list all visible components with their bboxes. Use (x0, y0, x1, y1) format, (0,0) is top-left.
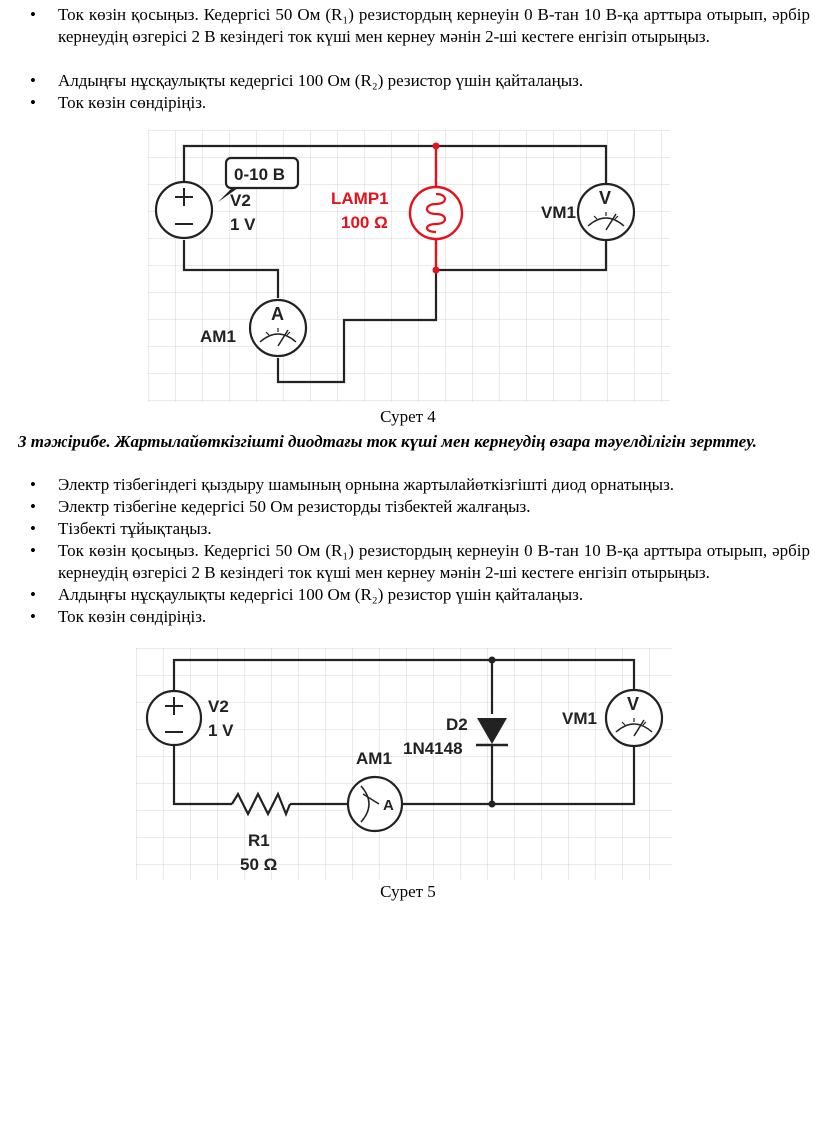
list-item: •Алдыңғы нұсқаулықты кедергісі 100 Ом (R… (30, 71, 584, 90)
wires (182, 144, 608, 384)
list-item: •Ток көзін сөндіріңіз. (30, 93, 207, 112)
voltage-source-symbol (154, 180, 214, 240)
grid-background (136, 648, 672, 880)
range-tag (218, 156, 300, 202)
instruction-list-2: •Электр тізбегіндегі қыздыру шамының орн… (30, 474, 810, 628)
resistor-symbol (231, 791, 292, 817)
bullet-icon: • (30, 497, 36, 516)
source-label: V2 (230, 191, 251, 210)
list-item: •Ток көзін сөндіріңіз. (30, 607, 207, 626)
bullet-icon: • (30, 607, 36, 626)
bullet-icon: • (30, 585, 36, 604)
diode-model: 1N4148 (403, 739, 463, 758)
circuit-diagram-5: V2 1 V D2 1N4148 V VM1 R1 50 Ω A AM1 (136, 648, 672, 880)
bullet-icon: • (30, 519, 36, 538)
resistor-value: 50 Ω (240, 855, 277, 874)
experiment-3-heading: 3 тәжірибе. Жартылайөткізгішті диодтағы … (18, 432, 757, 451)
range-tag-label: 0-10 В (234, 165, 285, 184)
bullet-icon: • (30, 71, 36, 90)
junction-dot (432, 142, 440, 150)
figure-4-caption: Сурет 4 (380, 407, 436, 426)
ammeter-symbol-letter: A (383, 797, 394, 814)
diode-symbol (476, 718, 508, 747)
wires (172, 658, 636, 806)
source-value: 1 V (208, 721, 234, 740)
list-item: •Электр тізбегіндегі қыздыру шамының орн… (30, 475, 675, 494)
bullet-icon: • (30, 5, 36, 24)
bullet-icon: • (30, 93, 36, 112)
junction-dot (488, 656, 496, 664)
list-item: •Тізбекті тұйықтаңыз. (30, 519, 212, 538)
ammeter-label: AM1 (200, 327, 236, 346)
ammeter-label: AM1 (356, 749, 392, 768)
figure-5-caption: Сурет 5 (380, 882, 436, 901)
lamp-label: LAMP1 (331, 189, 389, 208)
list-item: •Ток көзін қосыңыз. Кедергісі 50 Ом (R₁)… (30, 5, 810, 46)
ammeter-symbol (248, 298, 308, 358)
voltmeter-symbol-letter: V (599, 188, 611, 208)
voltmeter-symbol (576, 182, 636, 242)
lamp-value: 100 Ω (341, 213, 388, 232)
junction-dot (432, 266, 440, 274)
instruction-list-1: •Ток көзін қосыңыз. Кедергісі 50 Ом (R₁)… (30, 4, 810, 114)
voltmeter-symbol (604, 688, 664, 748)
voltmeter-symbol-letter: V (627, 694, 639, 714)
bullet-icon: • (30, 541, 36, 560)
voltage-source-symbol (145, 689, 203, 747)
list-item: •Алдыңғы нұсқаулықты кедергісі 100 Ом (R… (30, 585, 584, 604)
ammeter-symbol-letter: A (271, 304, 284, 324)
source-label: V2 (208, 697, 229, 716)
diode-label: D2 (446, 715, 468, 734)
lamp-symbol (408, 142, 464, 274)
list-item: •Ток көзін қосыңыз. Кедергісі 50 Ом (R₁)… (30, 541, 810, 582)
bullet-icon: • (30, 475, 36, 494)
source-value: 1 V (230, 215, 256, 234)
voltmeter-label: VM1 (562, 709, 597, 728)
voltmeter-label: VM1 (541, 203, 576, 222)
circuit-diagram-4: LAMP1 100 Ω V2 1 V 0-10 В V VM1 A AM1 (148, 130, 670, 402)
ammeter-symbol (346, 775, 404, 833)
resistor-label: R1 (248, 831, 270, 850)
junction-dot (488, 800, 496, 808)
list-item: •Электр тізбегіне кедергісі 50 Ом резист… (30, 497, 531, 516)
